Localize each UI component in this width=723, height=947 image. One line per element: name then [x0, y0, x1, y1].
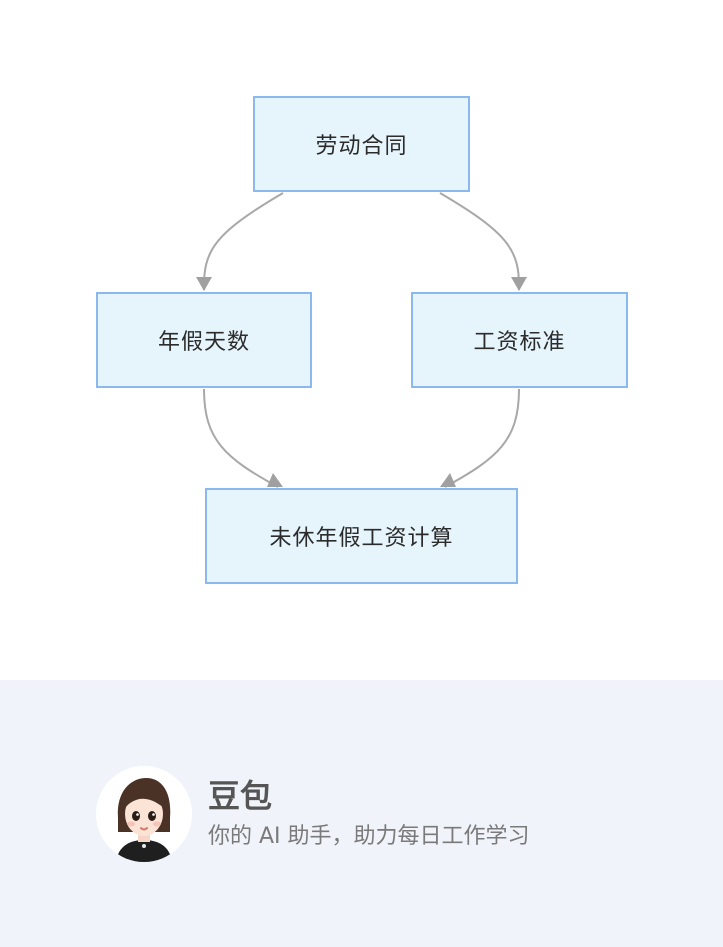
- node-labor-contract: 劳动合同: [253, 96, 470, 192]
- node-annual-leave-days-label: 年假天数: [157, 330, 250, 355]
- edge-wage-to-calc: [444, 388, 520, 488]
- flowchart-edges: [196, 192, 527, 488]
- edge-contract-to-leave: [202, 192, 284, 291]
- arrowhead-to-calc-left: [267, 473, 283, 487]
- assistant-tagline: 你的 AI 助手，助力每日工作学习: [208, 824, 530, 849]
- arrowhead-to-wage: [511, 277, 527, 291]
- node-annual-leave-days: 年假天数: [96, 292, 312, 388]
- assistant-avatar-icon: [96, 766, 192, 862]
- arrowhead-to-leave: [196, 277, 212, 291]
- avatar-illustration: [96, 766, 192, 862]
- edge-leave-to-calc: [203, 388, 279, 488]
- node-unused-leave-wage-calc: 未休年假工资计算: [205, 488, 518, 584]
- node-labor-contract-label: 劳动合同: [315, 134, 408, 159]
- assistant-name: 豆包: [208, 777, 273, 815]
- edge-contract-to-wage: [439, 192, 521, 291]
- node-wage-standard: 工资标准: [411, 292, 628, 388]
- flowchart: 劳动合同 年假天数 工资标准 未休年假工资计算: [96, 96, 628, 584]
- arrowhead-to-calc-right: [440, 473, 456, 487]
- node-unused-leave-wage-calc-label: 未休年假工资计算: [269, 526, 454, 551]
- branding-footer: 豆包 你的 AI 助手，助力每日工作学习: [0, 680, 723, 947]
- node-wage-standard-label: 工资标准: [473, 330, 566, 355]
